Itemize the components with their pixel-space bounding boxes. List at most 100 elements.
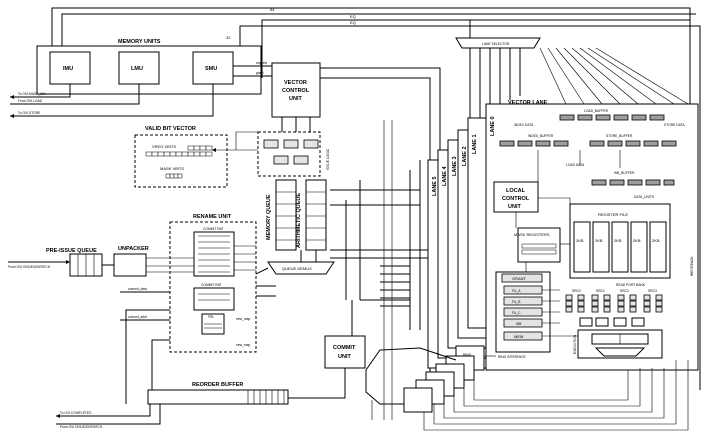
- lcu-line3: UNIT: [508, 204, 521, 210]
- commit-rat2-block: [193, 287, 235, 311]
- store-buffer-label: STORE_BUFFER: [606, 134, 633, 138]
- regfile-bank-3-label: 2KB: [633, 238, 641, 243]
- rename-unit: RENAME UNIT COMMIT RAT COMMIT RAT FRL ne…: [120, 214, 276, 353]
- memory-units: MEMORY UNITS IMU LMU SMU To OVI.MASK_IDX…: [10, 39, 272, 118]
- issue-dispatch-label: From OVI.ISSUE/DISPATCH: [8, 265, 51, 269]
- lane-4-label: LANE 4: [442, 166, 448, 187]
- vector-lane-title: VECTOR LANE: [508, 100, 548, 106]
- regfile-bank-4-label: 2KB: [652, 238, 660, 243]
- commit-rat2-label: COMMIT RAT: [201, 283, 222, 287]
- lane-selector-label: LANE SELECTOR: [482, 42, 510, 46]
- load-label: From OVI.LOAD: [18, 99, 43, 103]
- wb-buffer-label: WB_BUFFER: [614, 171, 635, 175]
- fu-c-block: [503, 307, 543, 317]
- ring-node-line1: RING: [463, 353, 472, 357]
- unpacker: UNPACKER: [113, 246, 194, 277]
- mask-vbits-label: MASK VBITS: [160, 166, 184, 171]
- unpacker-title: UNPACKER: [118, 246, 149, 252]
- memory-units-title: MEMORY UNITS: [118, 39, 161, 45]
- regfile-bank-4: [649, 221, 667, 273]
- issue-logic-label: ISSUE LOGIC: [326, 148, 330, 170]
- mask-registers-label: MASK REGISTERS: [514, 232, 550, 237]
- request-label: request: [256, 61, 267, 65]
- vcu-label-line2: CONTROL: [282, 88, 310, 94]
- vertical-signal-labels: [235, 120, 393, 420]
- register-file-label: REGISTER FILE: [598, 212, 628, 217]
- ring-node-5: [403, 387, 433, 413]
- ring-interface-label: RING INTERFACE: [498, 355, 526, 359]
- imu-block: [49, 51, 91, 85]
- issue-logic: ISSUE LOGIC: [257, 131, 330, 177]
- top-buses: 64 EQ EQ 32: [51, 7, 701, 390]
- arithmetic-queue: ARITHMETIC QUEUE: [296, 179, 327, 251]
- frl-label: FRL: [208, 315, 214, 319]
- read-port-bank-label: READ PORT BANK: [616, 283, 646, 287]
- pre-issue-queue: PRE-ISSUE QUEUE From OVI.ISSUE/DISPATCH: [8, 248, 114, 277]
- lane-5-label: LANE 5: [432, 176, 438, 196]
- src2-label: SRC2: [620, 289, 629, 293]
- commit-rat-label: COMMIT RAT: [203, 227, 224, 231]
- mem-block-label: MEM: [514, 334, 523, 339]
- rename-unit-title: RENAME UNIT: [193, 214, 232, 220]
- lcu-line2: CONTROL: [502, 196, 530, 202]
- src3-label: SRC3: [648, 289, 657, 293]
- lane0-internals: LOAD_BUFFER INDEX DATA STORE DATA INDEX_…: [493, 47, 694, 359]
- reorder-buffer: REORDER BUFFER To OVI.COMPLETED From OVI…: [56, 309, 289, 429]
- valid-bit-vector: VALID BIT VECTOR VREG VBITS MASK VBITS: [134, 126, 260, 188]
- reorder-buffer-title: REORDER BUFFER: [192, 382, 243, 388]
- src1-label: SRC1: [596, 289, 605, 293]
- regfile-bank-1-label: 2KB: [595, 238, 603, 243]
- index-buffer-label: INDEX_BUFFER: [528, 134, 554, 138]
- commit-unit-label-line2: UNIT: [338, 354, 351, 360]
- lane-1-label: LANE 1: [472, 134, 478, 154]
- wb-label: WB: [516, 322, 522, 326]
- regfile-bank-2-label: 2KB: [614, 238, 622, 243]
- imu-label: IMU: [63, 66, 73, 72]
- fu-b-block: [503, 296, 543, 306]
- fu-b-label: FU_B: [512, 300, 521, 304]
- lane-0-label: LANE 0: [490, 116, 496, 136]
- regfile-bank-2: [611, 221, 629, 273]
- signal-32-label: 32: [226, 35, 231, 40]
- smu-block: [192, 51, 234, 85]
- regfile-bank-0: [573, 221, 591, 273]
- load-data-label: LOAD DATA: [566, 163, 585, 167]
- regfile-bank-0-label: 2KB: [576, 238, 584, 243]
- regfile-bank-3: [630, 221, 648, 273]
- vcu-label-line3: UNIT: [289, 96, 302, 102]
- memory-queue-label: MEMORY QUEUE: [266, 194, 272, 240]
- lmu-label: LMU: [131, 66, 143, 72]
- arithmetic-queue-label: ARITHMETIC QUEUE: [296, 193, 302, 248]
- grant-label: grant: [256, 71, 264, 75]
- writeback-label: WRITEBACK: [690, 256, 694, 276]
- vcu-label-line1: VECTOR: [284, 80, 307, 86]
- index-data-label: INDEX DATA: [514, 123, 534, 127]
- signal-eq-label: EQ: [350, 14, 356, 19]
- lane-selector: LANE SELECTOR: [455, 37, 541, 140]
- lmu-block: [118, 51, 160, 85]
- signal-64-label: 64: [270, 7, 275, 12]
- load-buffer-label: LOAD_BUFFER: [584, 109, 609, 113]
- src0-label: SRC0: [572, 289, 581, 293]
- commit-data-label: commit_data: [128, 287, 147, 291]
- fu-a-label: FU_A: [512, 289, 521, 293]
- data-units-label: DATA_UNITS: [634, 195, 655, 199]
- store-label: To OVI.STORE: [18, 111, 41, 115]
- new-map-label: new_map: [236, 317, 250, 321]
- grant-block: [501, 273, 543, 283]
- queue-demux-label: QUEUE DEMUX: [282, 266, 312, 271]
- lane-2-label: LANE 2: [462, 146, 468, 166]
- mask-idx-label: To OVI.MASK_IDX: [18, 92, 46, 96]
- queue-demux: QUEUE DEMUX: [251, 250, 335, 277]
- vreg-vbits-label: VREG VBITS: [152, 144, 176, 149]
- vector-control-unit: VECTOR CONTROL UNIT: [271, 62, 441, 380]
- wb-block: [503, 318, 543, 328]
- execution-label: EXECUTION: [573, 334, 577, 354]
- commit-addr-label: commit_addr: [128, 315, 148, 319]
- grant-block-label: GRANT: [512, 276, 527, 281]
- lane-3-label: LANE 3: [452, 156, 458, 176]
- fu-a-block: [503, 285, 543, 295]
- lcu-line1: LOCAL: [506, 188, 526, 194]
- commit-unit-label-line1: COMMIT: [333, 345, 356, 351]
- new-map2-label: new_map: [236, 343, 250, 347]
